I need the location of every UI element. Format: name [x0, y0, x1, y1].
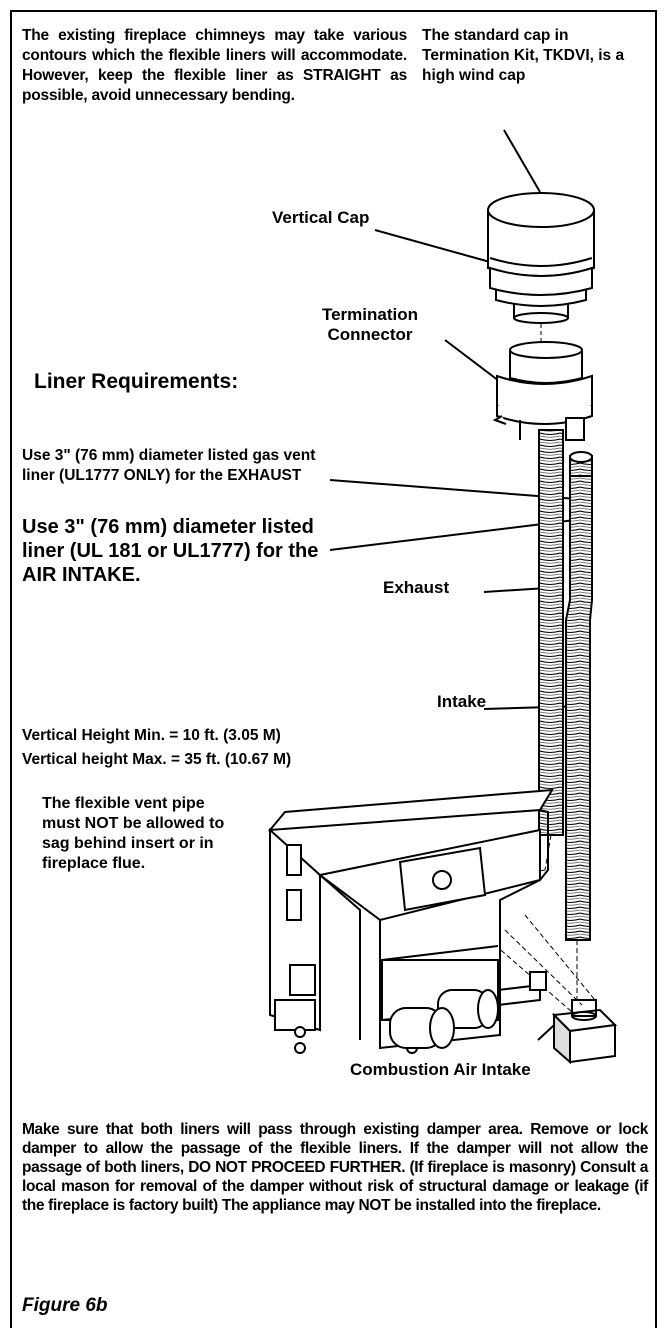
combustion-air-intake-label: Combustion Air Intake: [350, 1060, 531, 1079]
intake-label: Intake: [437, 692, 487, 711]
sag-warning-note: The flexible vent pipe must NOT be allow…: [42, 795, 225, 872]
intake-req-leader: [329, 519, 576, 551]
cap-note-leader: [503, 129, 541, 193]
chimney-contour-note: The existing fireplace chimneys may take…: [22, 27, 407, 104]
vertical-height-limits: Vertical Height Min. = 10 ft. (3.05 M) V…: [22, 724, 382, 772]
vertical-cap-leader: [374, 229, 491, 263]
vertical-cap-label: Vertical Cap: [272, 208, 370, 227]
fireplace-insert-shape: [267, 788, 554, 1054]
exhaust-leader: [483, 587, 548, 593]
termination-connector-label: Termination Connector: [321, 305, 419, 344]
exhaust-label: Exhaust: [383, 578, 450, 597]
exhaust-liner-requirement: Use 3" (76 mm) diameter listed gas vent …: [22, 447, 316, 484]
figure-caption: Figure 6b: [22, 1295, 108, 1316]
vertical-height-min: Vertical Height Min. = 10 ft. (3.05 M): [22, 727, 281, 744]
termination-connector-shape: [492, 341, 593, 441]
termination-connector-leader: [444, 339, 504, 385]
page-frame: [10, 10, 657, 1328]
leader-lines: [329, 129, 591, 1041]
combustion-air-intake-shape: [551, 999, 618, 1065]
vertical-cap-shape: [487, 192, 595, 324]
intake-liner-requirement: Use 3" (76 mm) diameter listed liner (UL…: [22, 516, 319, 586]
vertical-height-max: Vertical height Max. = 35 ft. (10.67 M): [22, 751, 292, 768]
intake-liner-shape: [565, 451, 593, 941]
damper-passage-note: Make sure that both liners will pass thr…: [22, 1121, 648, 1214]
high-wind-cap-note: The standard cap in Termination Kit, TKD…: [422, 27, 625, 84]
liner-requirements-heading: Liner Requirements:: [34, 370, 239, 393]
exhaust-liner-shape: [538, 429, 564, 836]
